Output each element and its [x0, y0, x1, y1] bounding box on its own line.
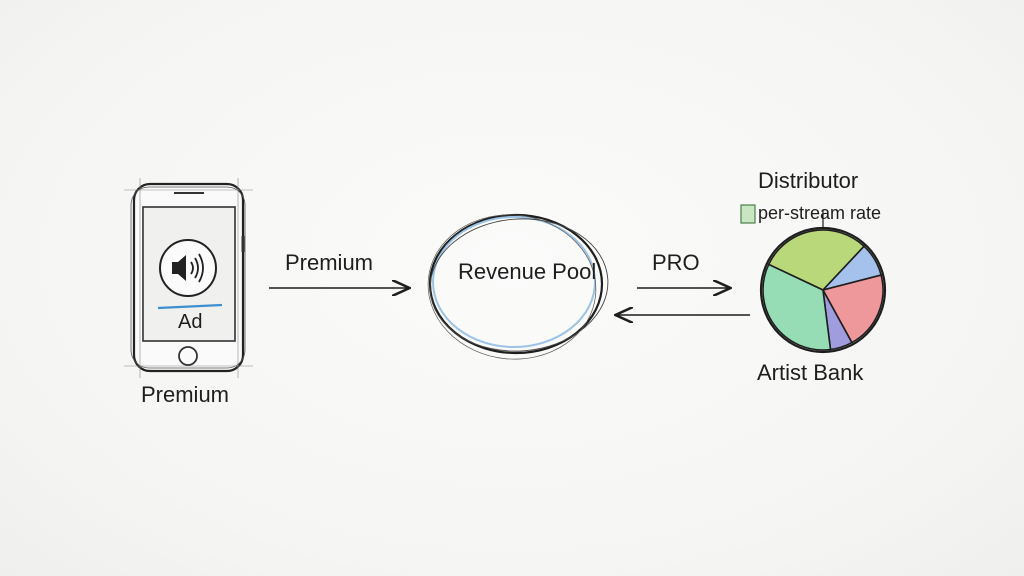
distributor-label: Distributor [758, 168, 859, 193]
distribution-pie [762, 229, 884, 351]
ad-underline [157, 303, 223, 310]
pie-slice-3 [821, 274, 884, 344]
rate-swatch [740, 204, 756, 224]
premium-flow-label: Premium [285, 250, 374, 275]
ad-label: Ad [178, 311, 203, 333]
speaker-icon [159, 239, 217, 297]
pro-flow-label: PRO [652, 250, 700, 275]
pie-slice-5 [762, 263, 832, 351]
revenue-pool-label: Revenue Pool [458, 259, 597, 284]
rate-label: per-stream rate [758, 203, 882, 223]
artist-bank-label: Artist Bank [757, 360, 864, 385]
revenue-pool-circle [427, 213, 609, 360]
phone-caption: Premium [141, 382, 230, 407]
